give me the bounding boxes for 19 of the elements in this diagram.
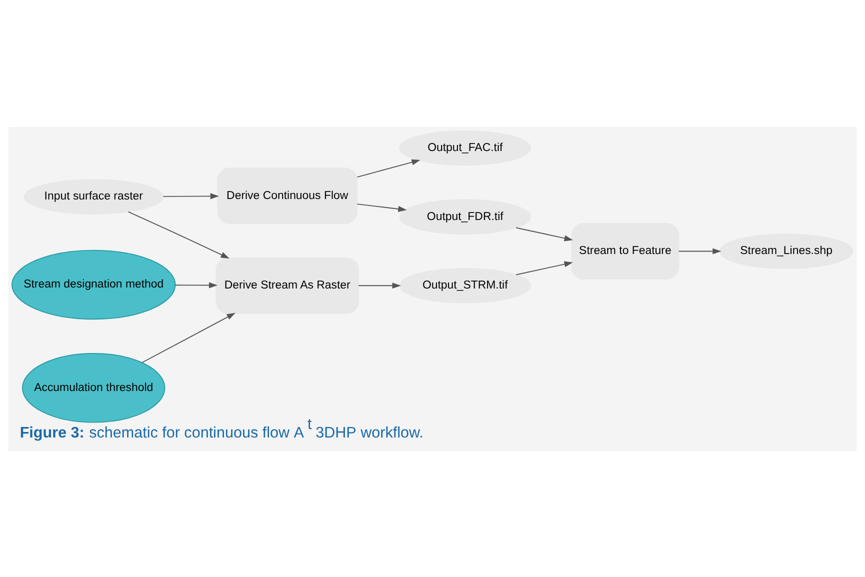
node-ellipse: Stream designation method <box>12 249 176 320</box>
arrow <box>358 282 401 288</box>
arrow <box>678 248 722 254</box>
node-ellipse: Output_FDR.tif <box>399 198 532 234</box>
arrow <box>356 158 420 178</box>
arrow <box>516 260 573 275</box>
node-ellipse: Stream_Lines.shp <box>719 233 854 268</box>
arrow <box>142 312 236 363</box>
arrow <box>356 203 407 212</box>
arrow <box>162 192 219 199</box>
arrow <box>174 282 218 288</box>
arrow <box>516 226 573 241</box>
node-ellipse: Output_STRM.tif <box>399 267 532 303</box>
node-box: Stream to Feature <box>571 222 680 279</box>
node-ellipse: Accumulation threshold <box>22 352 166 422</box>
arrow <box>128 210 230 258</box>
node-box: Derive Continuous Flow <box>217 167 358 224</box>
node-box: Derive Stream As Raster <box>216 256 360 314</box>
node-ellipse: Input surface raster <box>24 178 164 214</box>
